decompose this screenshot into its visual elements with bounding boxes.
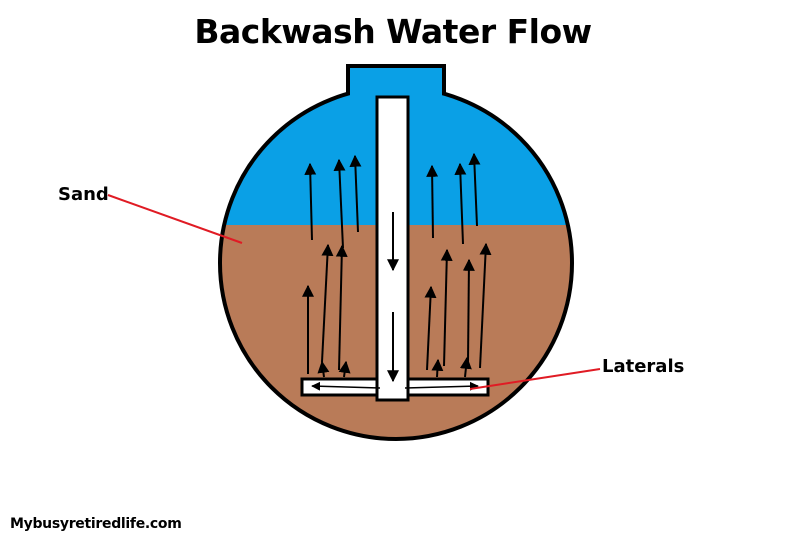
diagram-title: Backwash Water Flow: [194, 12, 592, 51]
sand-label: Sand: [58, 184, 109, 205]
upflow-arrow: [304, 162, 317, 241]
upflow-arrow: [349, 154, 362, 233]
laterals-label: Laterals: [602, 356, 685, 377]
upflow-arrows: [302, 152, 492, 378]
upflow-arrow: [424, 285, 437, 371]
lateral-flow-arrows: [311, 381, 479, 391]
upflow-arrow: [454, 162, 467, 245]
lateral-flow-arrow: [404, 381, 479, 391]
laterals-leader-line: [469, 368, 601, 390]
upflow-arrow: [459, 356, 472, 378]
upflow-arrow: [426, 164, 439, 239]
upflow-arrow: [431, 358, 444, 378]
sand-leader-line: [107, 194, 243, 244]
upflow-arrow: [479, 242, 492, 369]
watermark: Mybusyretiredlife.com: [10, 516, 182, 532]
upflow-arrow: [468, 152, 481, 227]
upflow-arrow: [440, 248, 453, 367]
upflow-arrow: [462, 258, 475, 363]
upflow-arrow: [321, 243, 334, 363]
upflow-arrow: [338, 360, 351, 378]
lateral-flow-arrow: [311, 381, 381, 391]
upflow-arrow: [333, 158, 346, 249]
upflow-arrow: [317, 360, 330, 378]
center-pipe: [375, 95, 410, 402]
upflow-arrow: [335, 244, 348, 371]
pipe-joint: [380, 378, 405, 396]
